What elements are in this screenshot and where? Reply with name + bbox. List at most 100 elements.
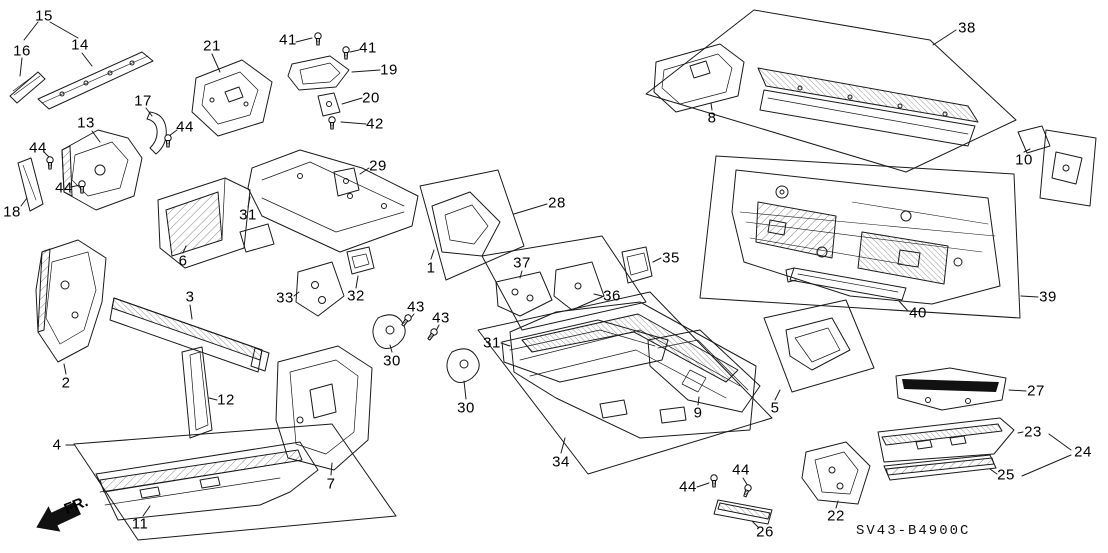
- part-17-drawing: [146, 111, 167, 155]
- bolt-icon: [314, 32, 322, 46]
- part-38-cowl-drawing: [757, 67, 979, 147]
- part-19-drawing: [287, 55, 350, 91]
- part-18-drawing: [17, 157, 44, 212]
- part-37-box: [481, 235, 647, 331]
- part-39-box: [699, 155, 1021, 319]
- bolt-icon: [710, 474, 718, 488]
- callout-33-23: 33: [276, 289, 294, 307]
- part-34-drawing: [509, 301, 757, 439]
- part-6-drawing: [157, 177, 251, 269]
- callout-37-20: 37: [513, 254, 531, 272]
- callout-35-21: 35: [662, 249, 680, 267]
- part-28-box: [419, 169, 525, 281]
- callout-5-34: 5: [770, 399, 780, 417]
- part-11-drawing: [95, 441, 319, 521]
- callout-7-37: 7: [326, 475, 336, 493]
- part-1-drawing: [431, 191, 501, 257]
- bolt-icon: [78, 180, 86, 194]
- part-8-drawing: [653, 43, 745, 113]
- part-9-drawing: [647, 329, 761, 413]
- callout-25-41: 25: [997, 466, 1015, 484]
- callout-24-40: 24: [1074, 443, 1092, 461]
- diagram-code-label: SV43-B4900C: [856, 523, 971, 539]
- part-37-drawing: [495, 271, 553, 317]
- part-39-drawing: [731, 169, 1001, 305]
- part-5-drawing: [785, 317, 851, 371]
- part-5-box: [763, 299, 875, 393]
- callout-44-43: 44: [732, 461, 750, 479]
- callout-28-17: 28: [548, 194, 566, 212]
- bolt-icon: [399, 313, 413, 328]
- callout-14-2: 14: [71, 36, 89, 54]
- callout-4-35: 4: [52, 436, 62, 454]
- callout-32-24: 32: [347, 287, 365, 305]
- part-13-drawing: [61, 129, 143, 211]
- callout-16-1: 16: [13, 42, 31, 60]
- callout-13-9: 13: [77, 114, 95, 132]
- part-36-drawing: [553, 261, 605, 311]
- callout-6-18: 6: [178, 252, 188, 270]
- callout-19-6: 19: [380, 61, 398, 79]
- callout-42-11: 42: [366, 115, 384, 133]
- callout-41-5: 41: [359, 39, 377, 57]
- part-29-drawing: [333, 167, 360, 197]
- callout-44-10: 44: [176, 118, 194, 136]
- part-35-drawing: [621, 246, 653, 284]
- bolt-icon: [328, 116, 336, 130]
- bolt-icon: [164, 134, 172, 148]
- part-23-drawing: [877, 417, 1015, 463]
- part-25-drawing: [883, 454, 997, 481]
- part-21-drawing: [191, 59, 273, 137]
- part-20-drawing: [317, 92, 341, 117]
- callout-15-0: 15: [35, 7, 53, 25]
- callout-41-4: 41: [279, 31, 297, 49]
- callout-1-19: 1: [426, 259, 436, 277]
- callout-11-46: 11: [131, 515, 149, 533]
- callout-20-8: 20: [362, 89, 380, 107]
- part-27-drawing: [895, 367, 1007, 411]
- callout-36-25: 36: [603, 287, 621, 305]
- part-16-drawing: [9, 71, 46, 104]
- part-32-drawing: [346, 246, 375, 275]
- callout-40-51: 40: [909, 304, 927, 322]
- callout-34-36: 34: [552, 453, 570, 471]
- callout-39-50: 39: [1039, 288, 1057, 306]
- callout-3-22: 3: [185, 288, 195, 306]
- part-31-left-drawing: [239, 149, 419, 253]
- callout-38-47: 38: [958, 19, 976, 37]
- part-10-drawing: [1017, 125, 1097, 207]
- part-3-drawing: [109, 297, 270, 373]
- part-34-box: [477, 291, 773, 475]
- callout-44-12: 44: [29, 139, 47, 157]
- fr-arrow-icon: [36, 501, 81, 532]
- bolt-icon: [425, 327, 439, 342]
- callout-18-15: 18: [3, 203, 21, 221]
- bolt-icon: [741, 483, 753, 499]
- callout-31-28: 31: [483, 334, 501, 352]
- part-22-drawing: [801, 441, 871, 505]
- part-30-drawing: [372, 314, 480, 383]
- callout-27-38: 27: [1027, 382, 1045, 400]
- callout-30-32: 30: [457, 399, 475, 417]
- part-2-drawing: [35, 239, 107, 363]
- callout-26-45: 26: [756, 523, 774, 541]
- callout-9-33: 9: [693, 404, 703, 422]
- callout-44-14: 44: [55, 179, 73, 197]
- part-38-box: [645, 9, 1017, 173]
- bolt-icon: [46, 156, 54, 170]
- callout-10-49: 10: [1015, 151, 1033, 169]
- part-4-box: [73, 423, 397, 541]
- part-26-drawing: [713, 499, 773, 525]
- callout-12-31: 12: [217, 391, 235, 409]
- bolt-icon: [342, 46, 350, 60]
- callout-43-27: 43: [432, 309, 450, 327]
- callout-29-13: 29: [369, 157, 387, 175]
- callout-43-26: 43: [407, 298, 425, 316]
- callout-8-48: 8: [707, 109, 717, 127]
- callout-17-7: 17: [134, 92, 152, 110]
- part-33-drawing: [295, 261, 345, 317]
- callout-21-3: 21: [203, 37, 221, 55]
- callout-44-42: 44: [679, 478, 697, 496]
